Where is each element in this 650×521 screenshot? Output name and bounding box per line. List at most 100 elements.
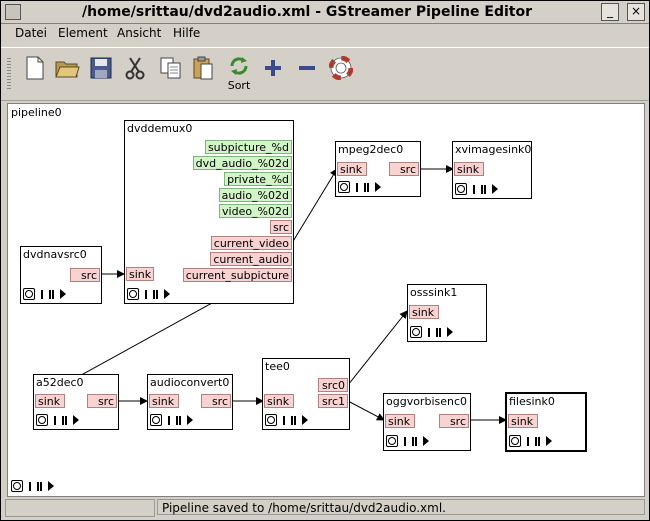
ready-state-icon[interactable] — [283, 415, 285, 425]
ready-state-icon[interactable] — [29, 481, 31, 491]
src-pad[interactable]: current_video — [210, 236, 292, 250]
play-state-icon[interactable] — [73, 415, 79, 425]
ready-state-icon[interactable] — [41, 289, 43, 299]
play-state-icon[interactable] — [492, 184, 498, 194]
pause-state-icon[interactable] — [412, 436, 417, 446]
ready-state-icon[interactable] — [356, 182, 358, 192]
element-oggvorbisenc[interactable]: oggvorbisenc0 sink src — [383, 393, 471, 451]
stop-state-icon[interactable] — [23, 288, 35, 300]
ready-state-icon[interactable] — [404, 436, 406, 446]
src-pad[interactable]: src — [70, 268, 100, 282]
sort-icon[interactable] — [225, 52, 253, 80]
play-state-icon[interactable] — [423, 436, 429, 446]
pause-state-icon[interactable] — [176, 415, 181, 425]
stop-state-icon[interactable] — [150, 414, 162, 426]
src-pad[interactable]: src — [389, 162, 419, 176]
menu-element[interactable]: Element — [58, 26, 108, 40]
play-state-icon[interactable] — [375, 182, 381, 192]
minimize-button[interactable]: _ — [601, 3, 619, 21]
stop-state-icon[interactable] — [265, 414, 277, 426]
sink-pad[interactable]: sink — [508, 414, 538, 428]
remove-icon[interactable] — [293, 54, 321, 82]
stop-state-icon[interactable] — [455, 183, 467, 195]
src-pad[interactable]: src — [269, 220, 292, 234]
stop-state-icon[interactable] — [509, 435, 521, 447]
sink-pad[interactable]: sink — [264, 394, 294, 408]
src-pad[interactable]: video_%02d — [219, 204, 292, 218]
cut-icon[interactable] — [121, 54, 149, 82]
ready-state-icon[interactable] — [145, 289, 147, 299]
play-state-icon[interactable] — [302, 415, 308, 425]
pause-state-icon[interactable] — [62, 415, 67, 425]
pause-state-icon[interactable] — [481, 184, 486, 194]
pipeline-canvas[interactable]: pipeline0 dvddemux0 subpicture_%d dvd_au… — [7, 103, 645, 497]
src-pad[interactable]: audio_%02d — [218, 188, 292, 202]
element-osssink[interactable]: osssink1 sink — [407, 284, 487, 342]
pause-state-icon[interactable] — [364, 182, 369, 192]
play-state-icon[interactable] — [164, 289, 170, 299]
close-button[interactable]: × — [627, 3, 645, 21]
stop-state-icon[interactable] — [338, 181, 350, 193]
window-menu-icon[interactable] — [5, 4, 21, 20]
stop-state-icon[interactable] — [386, 435, 398, 447]
stop-state-icon[interactable] — [410, 326, 422, 338]
element-xvimagesink[interactable]: xvimagesink0 sink — [452, 141, 532, 199]
src-pad[interactable]: current_audio — [210, 252, 292, 266]
menu-datei[interactable]: Datei — [15, 26, 48, 40]
stop-state-icon[interactable] — [127, 288, 139, 300]
menu-hilfe[interactable]: Hilfe — [173, 26, 201, 40]
toolbar-handle[interactable] — [7, 58, 11, 90]
stop-state-icon[interactable] — [36, 414, 48, 426]
sink-pad[interactable]: sink — [454, 162, 484, 176]
sink-pad[interactable]: sink — [409, 305, 439, 319]
ready-state-icon[interactable] — [54, 415, 56, 425]
paste-icon[interactable] — [189, 54, 217, 82]
ready-state-icon[interactable] — [168, 415, 170, 425]
element-mpeg2dec[interactable]: mpeg2dec0 sink src — [335, 141, 421, 197]
sink-pad[interactable]: sink — [149, 394, 179, 408]
src-pad[interactable]: src — [87, 394, 117, 408]
play-state-icon[interactable] — [546, 436, 552, 446]
pause-state-icon[interactable] — [535, 436, 540, 446]
src-pad[interactable]: dvd_audio_%02d — [192, 156, 292, 170]
play-state-icon[interactable] — [187, 415, 193, 425]
element-tee[interactable]: tee0 sink src0 src1 — [262, 358, 350, 430]
open-folder-icon[interactable] — [53, 54, 81, 82]
sink-pad[interactable]: sink — [35, 394, 65, 408]
src-pad[interactable]: src — [439, 414, 469, 428]
play-state-icon[interactable] — [48, 481, 54, 491]
pause-state-icon[interactable] — [49, 289, 54, 299]
new-file-icon[interactable] — [21, 54, 49, 82]
menu-ansicht[interactable]: Ansicht — [117, 26, 162, 40]
src-pad[interactable]: subpicture_%d — [204, 140, 292, 154]
pause-state-icon[interactable] — [436, 327, 441, 337]
element-filesink[interactable]: filesink0 sink — [505, 392, 587, 452]
element-dvddemux[interactable]: dvddemux0 subpicture_%d dvd_audio_%02d p… — [124, 120, 294, 304]
src1-pad[interactable]: src1 — [318, 394, 348, 408]
copy-icon[interactable] — [157, 54, 185, 82]
pause-state-icon[interactable] — [153, 289, 158, 299]
pipeline-name: pipeline0 — [11, 106, 62, 119]
sink-pad[interactable]: sink — [337, 162, 367, 176]
ready-state-icon[interactable] — [428, 327, 430, 337]
element-dvdnavsrc[interactable]: dvdnavsrc0 src — [20, 246, 102, 304]
save-icon[interactable] — [87, 54, 115, 82]
play-state-icon[interactable] — [447, 327, 453, 337]
help-lifebuoy-icon[interactable] — [327, 54, 355, 82]
sink-pad[interactable]: sink — [126, 267, 155, 281]
ready-state-icon[interactable] — [473, 184, 475, 194]
src-pad[interactable]: private_%d — [224, 172, 292, 186]
sort-label[interactable]: Sort — [227, 79, 251, 92]
src-pad[interactable]: src — [201, 394, 231, 408]
add-icon[interactable] — [259, 54, 287, 82]
play-state-icon[interactable] — [60, 289, 66, 299]
src-pad[interactable]: current_subpicture — [182, 268, 292, 282]
pause-state-icon[interactable] — [291, 415, 296, 425]
element-audioconvert[interactable]: audioconvert0 sink src — [147, 374, 233, 430]
src0-pad[interactable]: src0 — [318, 378, 348, 392]
stop-state-icon[interactable] — [11, 480, 23, 492]
pause-state-icon[interactable] — [37, 481, 42, 491]
element-a52dec[interactable]: a52dec0 sink src — [33, 374, 119, 430]
ready-state-icon[interactable] — [527, 436, 529, 446]
sink-pad[interactable]: sink — [385, 414, 415, 428]
